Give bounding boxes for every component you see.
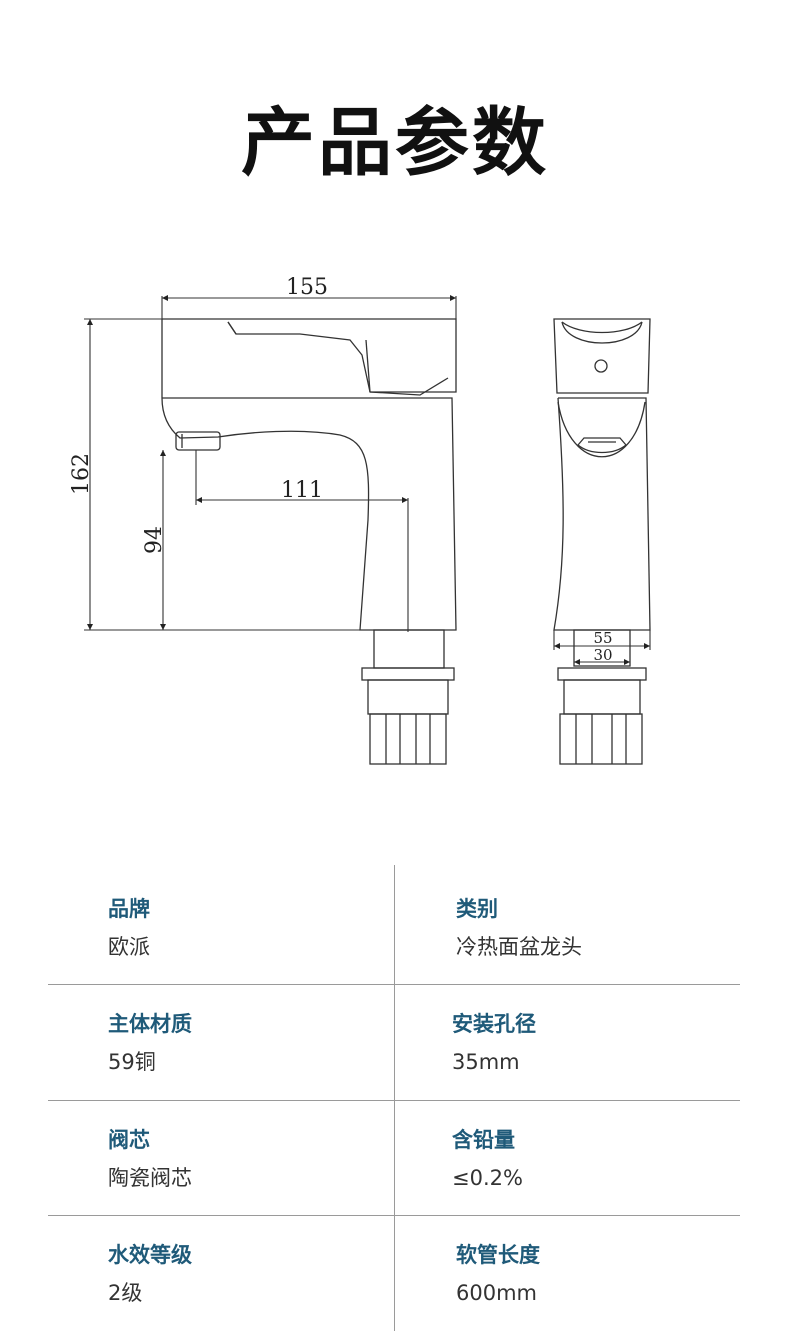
spec-cell-lead-content: 含铅量 ≤0.2% (452, 1126, 752, 1192)
front-indicator-dot (594, 359, 608, 373)
row-divider (48, 1100, 740, 1101)
front-dimensions (553, 630, 651, 665)
front-aerator (557, 401, 646, 458)
side-dimensions (84, 295, 457, 632)
spec-label: 类别 (456, 897, 498, 921)
spec-table: 品牌 欧派 类别 冷热面盆龙头 主体材质 59铜 安装孔径 35mm 阀芯 陶瓷… (0, 865, 790, 1331)
spec-value: ≤0.2% (452, 1166, 523, 1190)
spec-value: 陶瓷阀芯 (108, 1166, 192, 1190)
front-hose-block (559, 713, 643, 765)
dim-111: 111 (281, 478, 323, 503)
spec-value: 冷热面盆龙头 (456, 935, 582, 959)
side-view (161, 318, 457, 765)
spec-value: 2级 (108, 1281, 143, 1305)
faucet-body (161, 397, 457, 631)
page-title: 产品参数 (241, 100, 549, 186)
spec-label: 水效等级 (108, 1243, 192, 1267)
spec-cell-material: 主体材质 59铜 (108, 1010, 408, 1076)
aerator (175, 431, 221, 451)
spec-value: 600mm (456, 1281, 537, 1305)
spec-label: 阀芯 (108, 1128, 150, 1152)
front-body (553, 397, 651, 631)
spec-cell-hose-length: 软管长度 600mm (456, 1241, 756, 1307)
spec-label: 品牌 (108, 897, 150, 921)
spec-cell-brand: 品牌 欧派 (108, 895, 408, 961)
faucet-technical-drawing: 155 111 162 94 55 30 (69, 275, 651, 765)
front-view (553, 318, 651, 765)
dim-155: 155 (286, 275, 328, 300)
spec-cell-valve-core: 阀芯 陶瓷阀芯 (108, 1126, 408, 1192)
dim-94: 94 (142, 526, 167, 554)
spec-value: 59铜 (108, 1050, 156, 1074)
dim-162: 162 (69, 453, 94, 495)
table-vertical-divider (394, 865, 395, 1331)
row-divider (48, 1215, 740, 1216)
hose-block (369, 713, 447, 765)
spec-value: 35mm (452, 1050, 520, 1074)
spec-cell-category: 类别 冷热面盆龙头 (456, 895, 756, 961)
mount-thread (373, 629, 445, 669)
front-handle (553, 318, 651, 394)
spec-label: 安装孔径 (452, 1012, 536, 1036)
spec-label: 软管长度 (456, 1243, 540, 1267)
dim-30: 30 (593, 646, 612, 664)
spec-label: 含铅量 (452, 1128, 515, 1152)
spec-label: 主体材质 (108, 1012, 192, 1036)
dim-55: 55 (593, 629, 612, 647)
spec-cell-water-efficiency: 水效等级 2级 (108, 1241, 408, 1307)
row-divider (48, 984, 740, 985)
handle-lever (162, 318, 457, 393)
spec-cell-hole-diameter: 安装孔径 35mm (452, 1010, 752, 1076)
spec-value: 欧派 (108, 935, 150, 959)
